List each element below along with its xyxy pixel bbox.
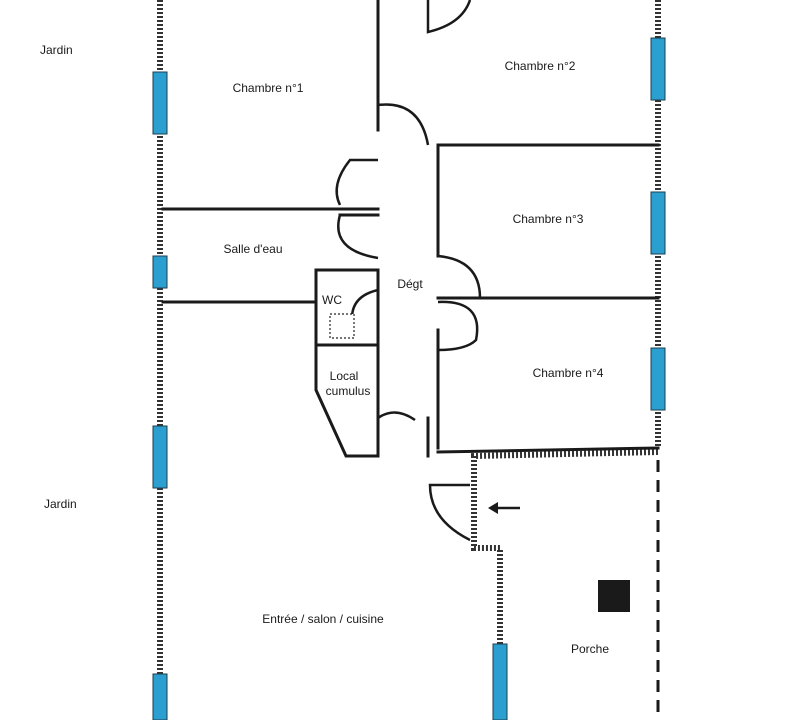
label-cumulus: cumulus	[326, 384, 371, 398]
label-chambre2: Chambre n°2	[505, 59, 576, 73]
windows	[152, 37, 666, 720]
label-jardin-top: Jardin	[40, 43, 73, 57]
interior-walls	[161, 0, 660, 458]
window-chambre1	[152, 71, 168, 135]
window-living-bottom	[152, 673, 168, 720]
door-entry[interactable]	[428, 483, 471, 542]
window-chambre4	[650, 347, 666, 411]
label-local: Local	[330, 369, 359, 383]
wc-walls	[314, 268, 380, 347]
window-living-porch	[492, 643, 508, 720]
label-degt: Dégt	[397, 277, 423, 291]
window-salle-eau	[152, 255, 168, 289]
porch-pillar	[598, 580, 630, 612]
door-salle-eau[interactable]	[337, 214, 379, 260]
wall-ch4-porch	[436, 446, 660, 454]
label-chambre3: Chambre n°3	[513, 212, 584, 226]
door-chambre1[interactable]	[376, 103, 430, 146]
label-chambre4: Chambre n°4	[533, 366, 604, 380]
door-chambre3[interactable]	[437, 254, 482, 299]
door-chambre4[interactable]	[437, 300, 479, 352]
local-walls	[314, 343, 380, 458]
label-porche: Porche	[571, 642, 609, 656]
window-chambre3	[650, 191, 666, 255]
label-wc: WC	[322, 293, 342, 307]
porch-wall	[471, 449, 659, 720]
door-chambre2[interactable]	[426, 0, 472, 34]
door-corridor-a[interactable]	[335, 158, 378, 206]
exterior-walls	[157, 0, 661, 720]
label-jardin-bottom: Jardin	[44, 497, 77, 511]
room-labels: Jardin Jardin Chambre n°1 Chambre n°2 Ch…	[40, 43, 609, 656]
wc-fixture	[329, 313, 355, 339]
window-living-top	[152, 425, 168, 489]
label-salle-eau: Salle d'eau	[223, 242, 282, 256]
door-wc[interactable]	[350, 288, 379, 319]
entrance-arrow-icon	[488, 502, 520, 514]
door-local[interactable]	[377, 411, 416, 422]
window-chambre2	[650, 37, 666, 101]
label-entree: Entrée / salon / cuisine	[262, 612, 384, 626]
label-chambre1: Chambre n°1	[233, 81, 304, 95]
doors	[335, 0, 482, 542]
